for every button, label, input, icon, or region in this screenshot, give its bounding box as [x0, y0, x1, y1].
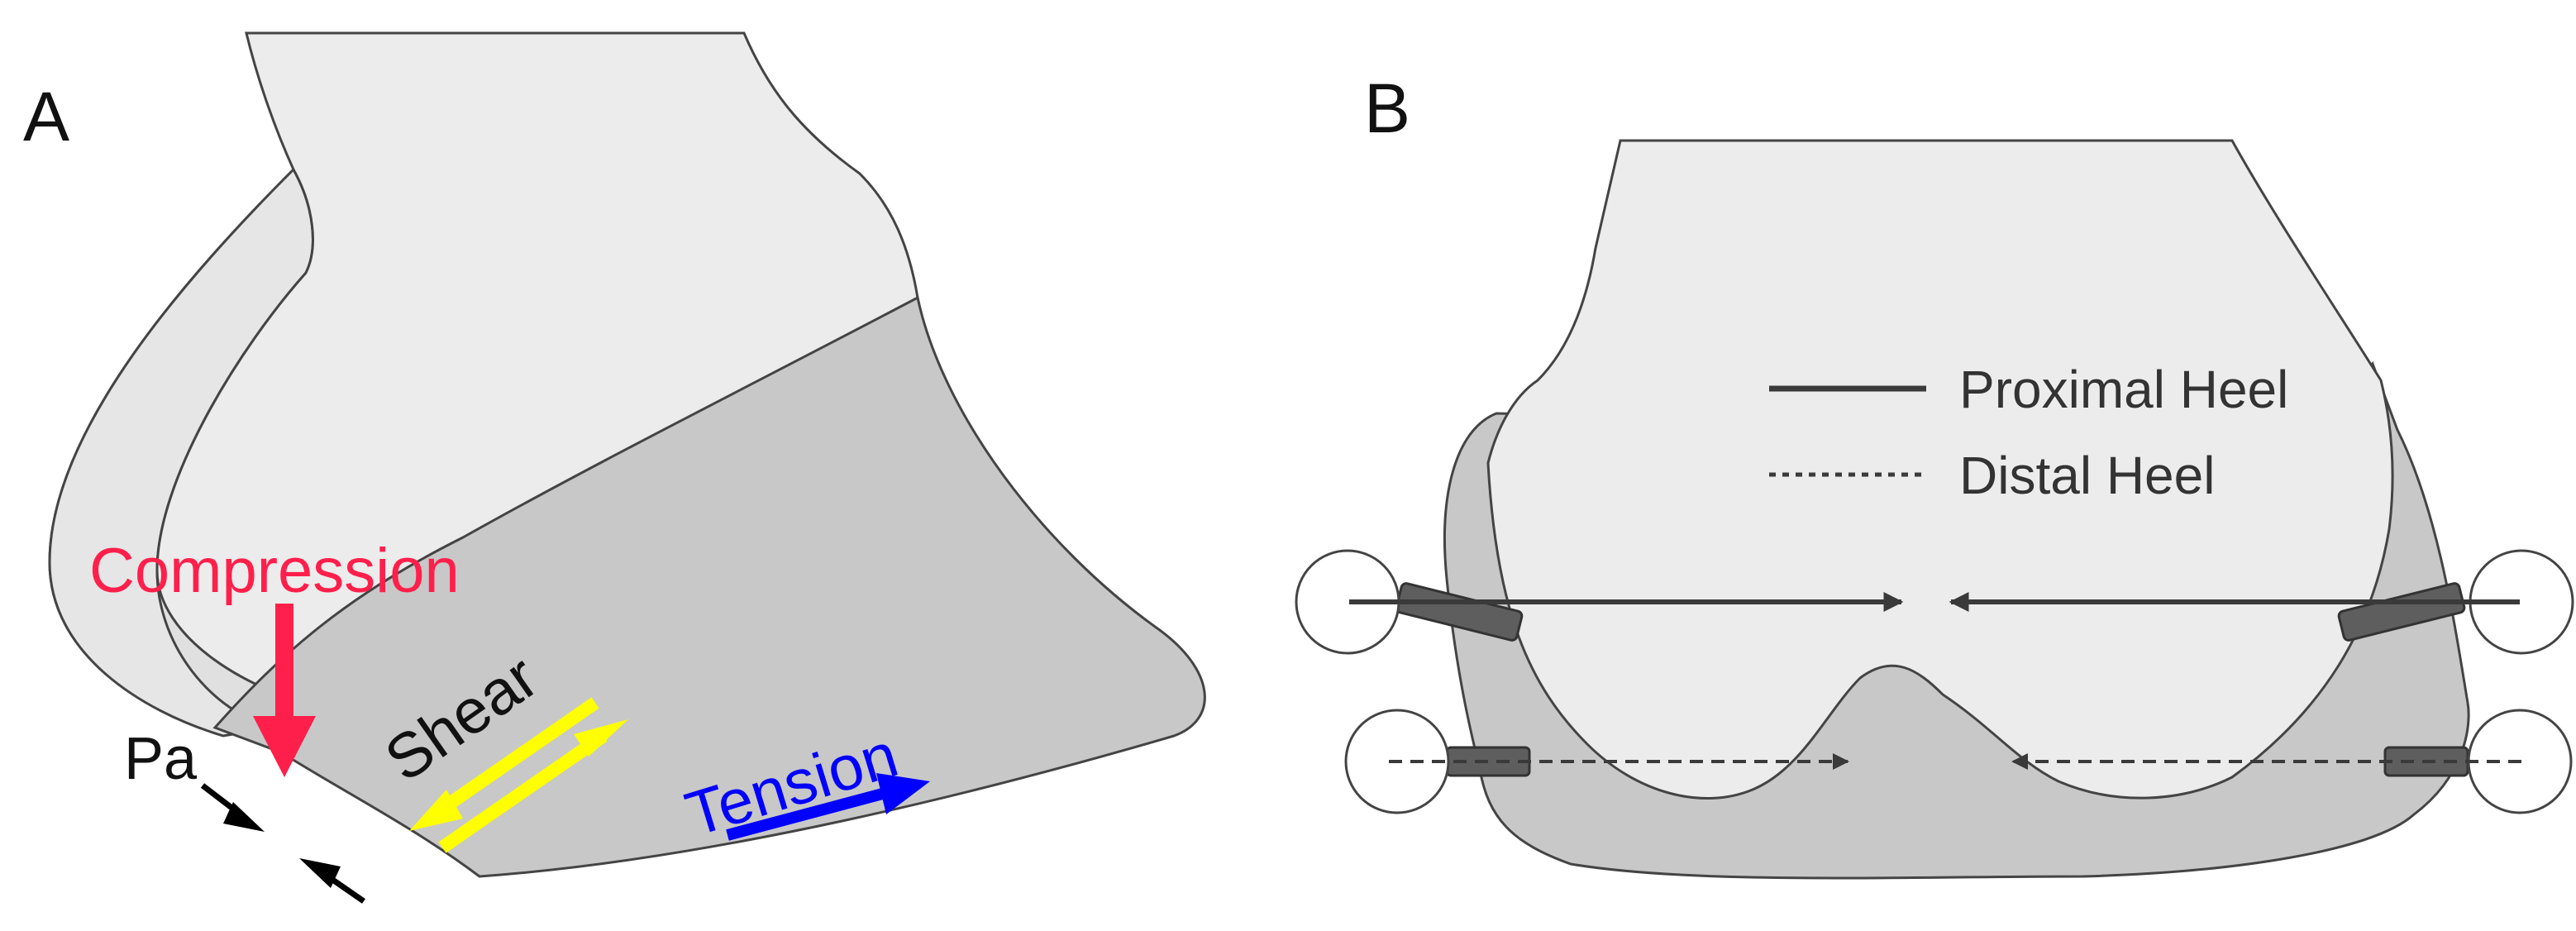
legend-label-distal: Distal Heel	[1959, 446, 2215, 505]
compression-arrow	[253, 604, 316, 777]
shear-arrow-up	[438, 719, 628, 853]
pa-label: Pa	[124, 726, 198, 792]
heel-pastern	[1486, 139, 2394, 800]
compression-label: Compression	[89, 536, 460, 606]
legend-item-proximal: Proximal Heel	[1769, 360, 2288, 419]
shear-arrow-down	[409, 697, 599, 831]
panel-b-letter: B	[1364, 69, 1410, 147]
legend-item-distal: Distal Heel	[1769, 446, 2215, 505]
legend-label-proximal: Proximal Heel	[1959, 360, 2288, 419]
pa-arrow-out	[299, 858, 365, 904]
hoof-capsule	[212, 295, 1206, 878]
tension-arrow	[726, 773, 930, 841]
pa-arrow-in	[200, 783, 265, 832]
panel-b: B Proximal Heel Distal Heel	[1295, 69, 2574, 880]
panel-a-letter: A	[23, 78, 69, 155]
legend: Proximal Heel Distal Heel	[1769, 360, 2288, 505]
panel-a: A Compression Shear Tension	[23, 31, 1206, 904]
proximal-sensor-left	[1295, 549, 1524, 655]
pastern	[155, 31, 919, 713]
